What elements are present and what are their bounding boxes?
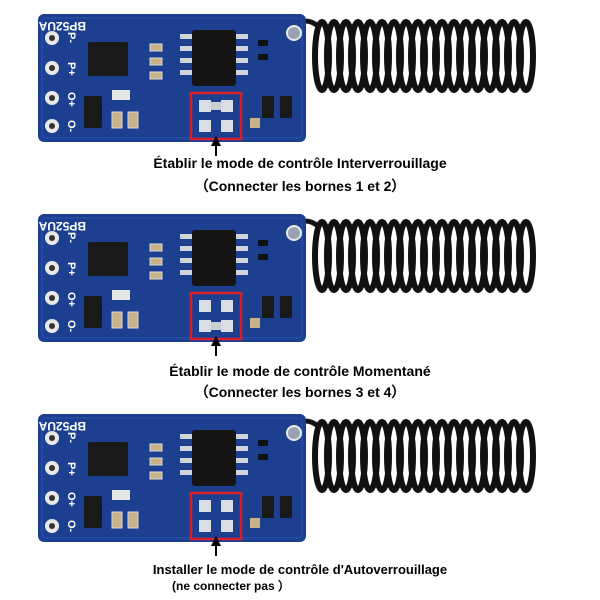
pin-label: O+	[65, 292, 77, 307]
pointer-arrow	[211, 336, 221, 356]
pin-labels: P- P+ O+ O-	[65, 432, 77, 533]
pin-label: P-	[65, 232, 77, 243]
smd-components	[111, 240, 292, 329]
receiver-module-photo: P- P+ O+ O- BP52UA	[38, 414, 536, 556]
mode-subcaption: （Connecter les bornes 3 et 4）	[194, 384, 406, 400]
mode-panel-2: P- P+ O+ O- BP52UA	[0, 200, 600, 400]
pointer-arrow	[211, 536, 221, 556]
main-ic	[192, 230, 236, 286]
small-ic	[84, 96, 102, 128]
mode-caption: Établir le mode de contrôle Interverroui…	[153, 155, 447, 171]
pin-label: P+	[65, 462, 77, 476]
pin-label: O-	[65, 520, 77, 533]
main-ic	[192, 430, 236, 486]
main-ic	[192, 30, 236, 86]
mode-subcaption: （Connecter les bornes 1 et 2）	[194, 178, 406, 194]
transistor-chip	[88, 442, 128, 476]
smd-components	[111, 440, 292, 529]
pin-labels: P- P+ O+ O-	[65, 232, 77, 333]
pin-labels: P- P+ O+ O-	[65, 32, 77, 133]
coil-antenna	[312, 19, 536, 93]
mode-subcaption: (ne connecter pas ）	[172, 579, 291, 593]
pin-label: O-	[65, 320, 77, 333]
antenna-coil-turn	[516, 19, 536, 93]
receiver-module-photo: P- P+ O+ O- BP52UA	[38, 14, 536, 156]
mounting-hole	[286, 425, 302, 441]
coil-antenna	[312, 219, 536, 293]
pin-label: O+	[65, 92, 77, 107]
antenna-coil-turn	[516, 219, 536, 293]
model-silkscreen: BP52UA	[38, 419, 86, 433]
mounting-hole	[286, 225, 302, 241]
mode-caption: Installer le mode de contrôle d'Autoverr…	[152, 562, 448, 577]
bridge-pads	[199, 500, 233, 532]
coil-antenna	[312, 419, 536, 493]
solder-bridge	[211, 102, 221, 110]
pin-label: P-	[65, 32, 77, 43]
mounting-hole	[286, 25, 302, 41]
mode-panel-3: P- P+ O+ O- BP52UA	[0, 400, 600, 600]
pin-label: P+	[65, 62, 77, 76]
pin-label: O-	[65, 120, 77, 133]
pin-label: O+	[65, 492, 77, 507]
receiver-module-photo: P- P+ O+ O- BP52UA	[38, 214, 536, 356]
smd-components	[111, 40, 292, 129]
model-silkscreen: BP52UA	[38, 19, 86, 33]
pointer-arrow	[211, 136, 221, 156]
transistor-chip	[88, 42, 128, 76]
bridge-pads	[199, 300, 233, 332]
mode-panel-1: P- P+ O+ O- BP52UA	[0, 0, 600, 200]
pin-header	[45, 231, 59, 333]
pin-header	[45, 431, 59, 533]
pin-header	[45, 31, 59, 133]
pin-label: P-	[65, 432, 77, 443]
small-ic	[84, 296, 102, 328]
solder-bridge	[211, 322, 221, 330]
antenna-coil-turn	[516, 419, 536, 493]
model-silkscreen: BP52UA	[38, 219, 86, 233]
transistor-chip	[88, 242, 128, 276]
pin-label: P+	[65, 262, 77, 276]
bridge-pads	[199, 100, 233, 132]
small-ic	[84, 496, 102, 528]
mode-caption: Établir le mode de contrôle Momentané	[169, 363, 431, 379]
